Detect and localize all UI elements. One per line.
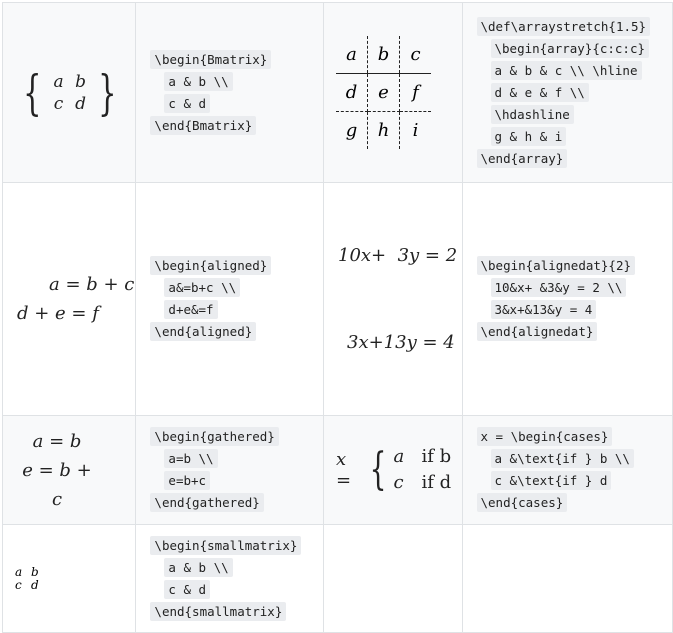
left-brace: {: [23, 64, 42, 121]
code-line: \begin{smallmatrix}: [150, 535, 302, 555]
matrix-entry: d: [31, 577, 39, 592]
array-entry: i: [399, 111, 431, 149]
matrix-entry: b: [31, 564, 39, 579]
code-line: d+e&=f: [164, 300, 218, 319]
matrix-entry: c: [53, 93, 64, 114]
alignedat-line: 3x+13y = 4: [347, 332, 455, 353]
matrix-entry: a: [15, 564, 23, 579]
empty-cell: [323, 524, 463, 633]
array-entry: c: [399, 36, 431, 74]
rendered-cases-cell: x = { a if b c if d: [323, 415, 463, 525]
table-row: a b c d \begin{smallmatrix} a & b \\ c &…: [1, 524, 673, 633]
case-value: a: [393, 446, 405, 467]
code-line: a & b \\: [164, 71, 233, 91]
code-line: g & h & i: [490, 126, 567, 146]
matrix-entry: a: [53, 71, 64, 92]
code-cell: \begin{Bmatrix} a & b \\ c & d \end{Bmat…: [135, 2, 324, 183]
code-line: \begin{alignedat}{2}: [476, 256, 636, 275]
aligned-line: d + e = f: [17, 303, 99, 324]
code-line: \def\arraystretch{1.5}: [476, 16, 651, 36]
code-cell: \begin{aligned} a&=b+c \\ d+e&=f \end{al…: [135, 182, 324, 416]
code-line: c & d: [164, 93, 211, 113]
code-cell: \begin{gathered} a=b \\ e=b+c \end{gathe…: [135, 415, 324, 525]
table-row: { a b c d } \begin{Bmatrix} a & b \\ c &…: [1, 2, 673, 183]
code-cell: x = \begin{cases} a &\text{if } b \\ c &…: [461, 415, 673, 525]
empty-cell: [461, 524, 673, 633]
code-line: \hdashline: [490, 104, 574, 124]
array-entry: a: [336, 36, 368, 74]
code-line: \end{smallmatrix}: [150, 601, 287, 621]
code-line: a & b & c \\ \hline: [490, 60, 642, 80]
array-entry: e: [367, 73, 400, 112]
rendered-alignedat-cell: 10x+ 3y = 2 3x+13y = 4: [323, 182, 463, 416]
rendered-smallmatrix-cell: a b c d: [1, 524, 137, 633]
code-line: a=b \\: [164, 449, 218, 468]
aligned-line: a = b + c: [49, 274, 135, 295]
code-line: e=b+c: [164, 471, 211, 490]
gathered-line: a = b: [32, 430, 82, 452]
cases-lhs: x =: [336, 449, 352, 491]
code-line: \end{Bmatrix}: [150, 115, 257, 135]
case-value: c: [393, 472, 404, 493]
code-line: a&=b+c \\: [164, 278, 241, 297]
alignedat-line: 10x+ 3y = 2: [338, 245, 458, 266]
code-line: a &\text{if } b \\: [490, 449, 634, 468]
code-line: \end{alignedat}: [476, 322, 598, 341]
code-line: \end{cases}: [476, 493, 568, 512]
bmatrix-render: { a b c d }: [17, 69, 135, 117]
matrix-entry: b: [75, 71, 86, 92]
array-entry: d: [336, 73, 368, 112]
code-line: \begin{Bmatrix}: [150, 49, 272, 69]
code-line: \begin{aligned}: [150, 256, 272, 275]
case-condition: if b: [421, 446, 452, 467]
code-line: c & d: [164, 579, 211, 599]
table-row: a = b + c d + e = f \begin{aligned} a&=b…: [1, 182, 673, 416]
code-line: c &\text{if } d: [490, 471, 612, 490]
matrix-entry: c: [15, 577, 22, 592]
array-entry: b: [367, 36, 400, 74]
code-line: 10&x+ &3&y = 2 \\: [490, 278, 627, 297]
code-line: \begin{array}{c:c:c}: [490, 38, 650, 58]
left-brace: {: [369, 444, 386, 495]
matrix-entry: d: [75, 93, 86, 114]
code-line: d & e & f \\: [490, 82, 589, 102]
code-cell: \def\arraystretch{1.5} \begin{array}{c:c…: [461, 2, 673, 183]
code-line: \end{array}: [476, 148, 568, 168]
code-line: x = \begin{cases}: [476, 427, 613, 446]
gathered-line: e = b + c: [22, 459, 92, 510]
code-line: 3&x+&13&y = 4: [490, 300, 597, 319]
rendered-bmatrix-cell: { a b c d }: [1, 2, 137, 183]
case-condition: if d: [421, 472, 452, 493]
code-line: \begin{gathered}: [150, 427, 279, 446]
rendered-gathered-cell: a = b e = b + c: [1, 415, 137, 525]
code-line: a & b \\: [164, 557, 233, 577]
array-entry: h: [367, 111, 400, 149]
code-cell: \begin{alignedat}{2} 10&x+ &3&y = 2 \\ 3…: [461, 182, 673, 416]
code-cell: \begin{smallmatrix} a & b \\ c & d \end{…: [135, 524, 324, 633]
right-brace: }: [97, 64, 116, 121]
rendered-array-cell: a b c d e f g h i: [323, 2, 463, 183]
array-entry: f: [399, 73, 431, 112]
rendered-aligned-cell: a = b + c d + e = f: [1, 182, 137, 416]
array-render: a b c d e f g h i: [336, 36, 431, 149]
array-entry: g: [336, 111, 368, 149]
table-row: a = b e = b + c \begin{gathered} a=b \\ …: [1, 415, 673, 525]
code-line: \end{gathered}: [150, 493, 264, 512]
code-line: \end{aligned}: [150, 322, 257, 341]
